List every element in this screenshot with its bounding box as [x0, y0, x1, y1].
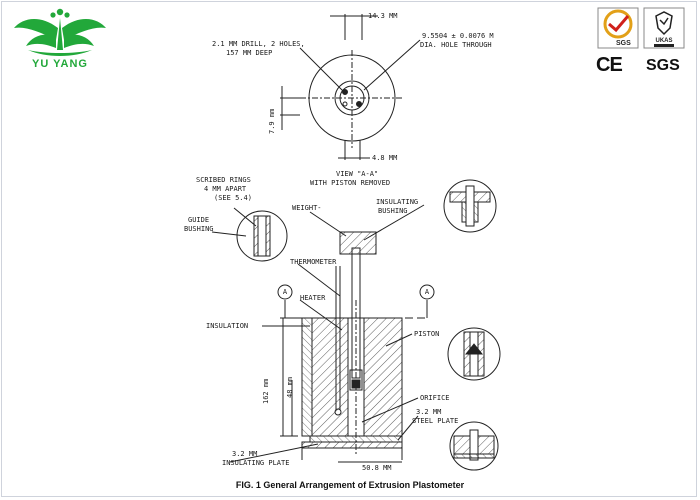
piston-label: PISTON — [414, 330, 440, 338]
brand-name: YU YANG — [32, 58, 88, 70]
sgs-mark: SGS — [646, 57, 680, 74]
weight-label: WEIGHT- — [292, 204, 322, 212]
ce-mark: CE — [596, 54, 623, 76]
steel-plate-label: STEEL PLATE — [412, 417, 459, 425]
brand-logo: YU YANG — [10, 6, 110, 70]
dia-hole-label: DIA. HOLE THROUGH — [420, 41, 492, 49]
view-label: VIEW "A-A" — [336, 170, 379, 178]
sgs-badge-label: SGS — [616, 40, 631, 47]
figure-number: FIG. 1 — [235, 480, 261, 490]
insulating-bushing-label-2: BUSHING — [378, 207, 408, 215]
view-sub-label: WITH PISTON REMOVED — [310, 179, 391, 187]
insulation-label: INSULATION — [206, 322, 249, 330]
insulating-plate-label: INSULATING PLATE — [222, 459, 290, 467]
guide-label: GUIDE — [188, 216, 210, 224]
main-body — [229, 204, 435, 463]
dim-48b-label: 48 mm — [286, 376, 294, 398]
orifice-label: ORIFICE — [420, 394, 450, 402]
insulating-plate-dim-label: 3.2 mm — [232, 450, 258, 458]
dim-162-label: 162 mm — [262, 378, 270, 404]
dia-label: 9.5504 ± 0.0076 m — [422, 32, 494, 40]
scribed-see-label: (SEE 5.4) — [214, 194, 252, 202]
leaf-figure-icon — [14, 8, 106, 56]
detail-piston — [447, 327, 501, 381]
insulating-bushing-label: INSULATING — [376, 198, 419, 206]
heater-label: HEATER — [300, 294, 326, 302]
scribed-rings-label: SCRIBED RINGS — [196, 176, 251, 184]
steel-plate-dim-label: 3.2 mm — [416, 408, 442, 416]
scribed-apart-label: 4 mm APART — [204, 185, 247, 193]
sgs-ukas-badge-icon: UKAS — [597, 7, 685, 49]
thermometer-label: THERMOMETER — [290, 258, 337, 266]
section-a-left-label: A — [282, 288, 288, 296]
dim-79-label: 7.9 mm — [268, 108, 276, 134]
detail-insulating-bushing — [443, 179, 497, 233]
detail-guide-bushing — [211, 207, 288, 262]
detail-orifice — [449, 421, 499, 471]
figure-caption: FIG. 1 General Arrangement of Extrusion … — [0, 480, 700, 490]
dim-48-label: 4.8 mm — [372, 154, 398, 162]
dim-508-label: 50.8 mm — [362, 464, 392, 472]
top-view — [280, 14, 421, 160]
certification-badges: UKAS SGS CE SGS — [594, 6, 694, 76]
figure-title: General Arrangement of Extrusion Plastom… — [263, 480, 465, 490]
ukas-label: UKAS — [655, 38, 672, 44]
drill-label: 2.1 mm DRILL, 2 HOLES, — [212, 40, 305, 48]
dim-top-label: 14.3 mm — [368, 12, 398, 20]
guide-bushing-label: BUSHING — [184, 225, 214, 233]
section-a-right-label: A — [424, 288, 430, 296]
drill-depth-label: 157 mm DEEP — [226, 49, 273, 57]
